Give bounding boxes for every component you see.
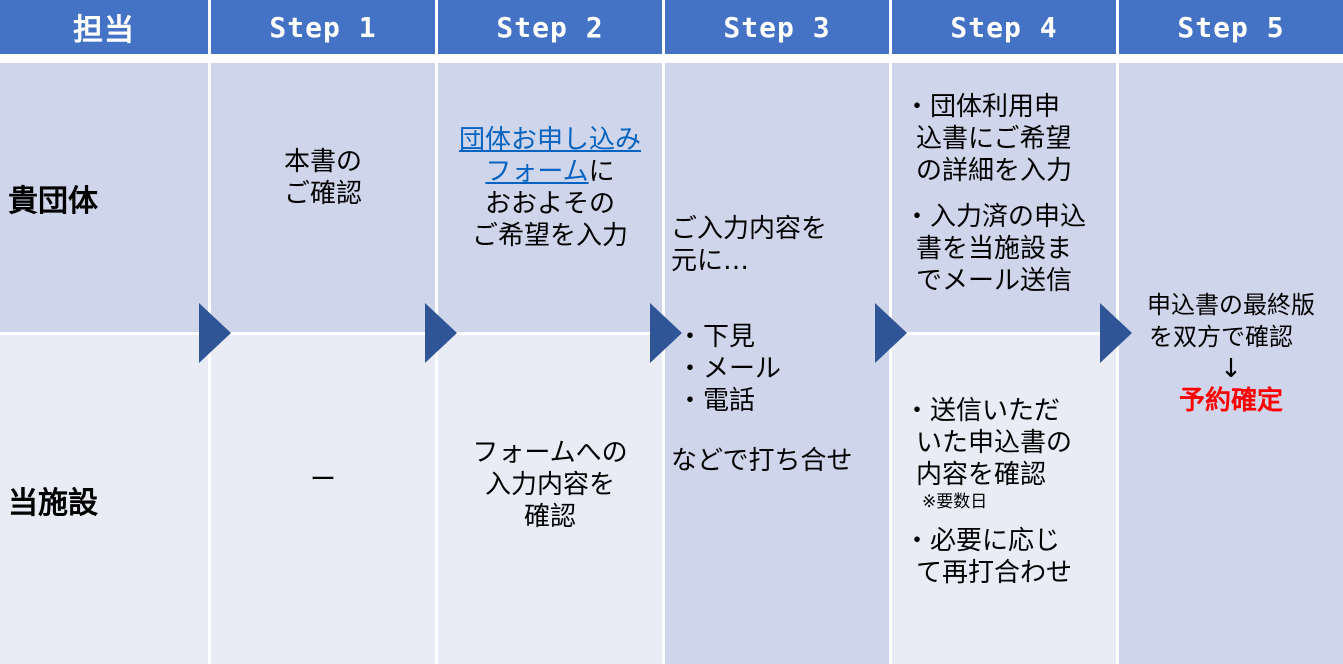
step4-line: 内容を確認 (916, 460, 1047, 490)
step4-line: の詳細を入力 (916, 156, 1073, 186)
step4-line: いた申込書の (916, 428, 1073, 458)
step2-facility-line: 入力内容を (484, 469, 615, 500)
step4-line: ・団体利用申 (904, 92, 1061, 122)
step3-bullet: ・電話 (677, 386, 756, 416)
step5-cell: 申込書の最終版 を双方で確認 ↓ 予約確定 (1119, 63, 1343, 664)
step2-suffix: に (588, 156, 615, 187)
flow-arrow-icon (650, 303, 682, 363)
flow-arrow-icon (199, 303, 231, 363)
step4-group-bullet-1: ・団体利用申 込書にご希望 の詳細を入力 (904, 91, 1116, 187)
group-application-form-link[interactable]: 団体お申し込み (458, 124, 641, 155)
step3-intro-line: 元に… (671, 246, 750, 276)
step4-line: て再打合わせ (916, 558, 1073, 588)
down-arrow-icon: ↓ (1220, 354, 1242, 384)
step1-group-line: 本書の (283, 146, 362, 177)
step1-facility-cell: ー (211, 335, 435, 664)
step4-group-cell: ・団体利用申 込書にご希望 の詳細を入力 ・入力済の申込 書を当施設ま でメール… (892, 63, 1116, 332)
header-step-4: Step 4 (892, 0, 1116, 54)
step3-outro: などで打ち合せ (671, 446, 853, 476)
step5-line: 申込書の最終版 (1147, 291, 1315, 319)
row-label-facility: 当施設 (0, 335, 208, 664)
header-step-3: Step 3 (665, 0, 889, 54)
step5-line: を双方で確認 (1149, 323, 1293, 351)
step1-group-line: ご確認 (283, 178, 362, 209)
header-step-5: Step 5 (1119, 0, 1343, 54)
header-owner: 担当 (0, 0, 208, 54)
step4-note: ※要数日 (922, 492, 988, 512)
row-label-group: 貴団体 (0, 63, 208, 332)
step2-facility-line: フォームへの (472, 437, 628, 468)
reservation-confirmed: 予約確定 (1178, 386, 1283, 416)
facility-label: 当施設 (8, 485, 98, 521)
flow-arrow-icon (1100, 303, 1132, 363)
step2-group-line: ご希望を入力 (471, 220, 628, 251)
step3-bullet: ・下見 (677, 322, 756, 352)
step3-intro-line: ご入力内容を (671, 214, 828, 244)
header-step-1: Step 1 (211, 0, 435, 54)
step4-line: ・入力済の申込 (904, 202, 1087, 232)
group-application-form-link-cont[interactable]: フォーム (485, 156, 589, 187)
step2-group-line: おおよその (484, 188, 615, 219)
step4-line: でメール送信 (916, 266, 1073, 296)
flow-arrow-icon (875, 303, 907, 363)
step4-group-bullet-2: ・入力済の申込 書を当施設ま でメール送信 (904, 201, 1116, 297)
step3-bullet: ・メール (677, 354, 782, 384)
step1-facility-dash: ー (309, 464, 336, 495)
step1-group-cell: 本書の ご確認 (211, 63, 435, 332)
step4-line: 込書にご希望 (916, 124, 1072, 154)
step4-line: ・必要に応じ (904, 526, 1061, 556)
step4-facility-cell: ・送信いただ いた申込書の 内容を確認 ※要数日 ・必要に応じ て再打合わせ (892, 335, 1116, 664)
step4-line: 書を当施設ま (916, 234, 1073, 264)
step4-line: ・送信いただ (904, 396, 1061, 426)
step3-cell: ご入力内容を 元に… ・下見 ・メール ・電話 などで打ち合せ (665, 63, 889, 664)
group-label: 貴団体 (8, 183, 98, 219)
flow-arrow-icon (425, 303, 457, 363)
step2-facility-line: 確認 (523, 501, 576, 532)
header-step-2: Step 2 (438, 0, 662, 54)
step2-group-cell: 団体お申し込み フォームに おおよその ご希望を入力 (438, 63, 662, 332)
step2-facility-cell: フォームへの 入力内容を 確認 (438, 335, 662, 664)
